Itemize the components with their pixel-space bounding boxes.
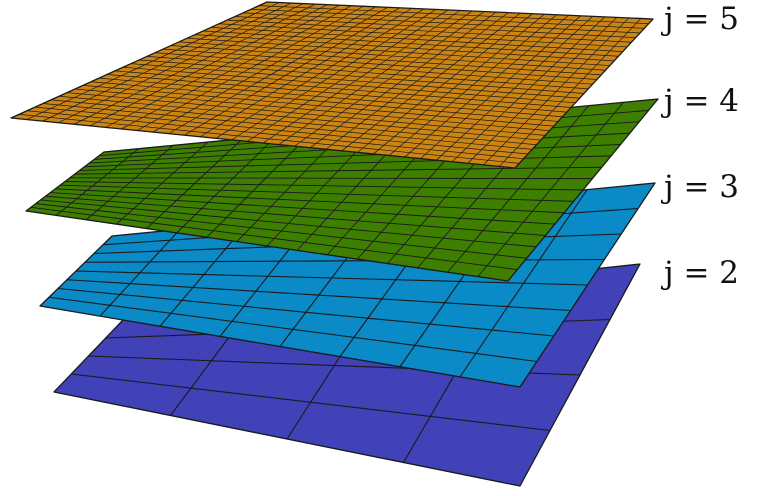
grid-line: [82, 85, 554, 127]
grid-line: [74, 88, 550, 132]
grid-line: [122, 66, 576, 104]
grid-line: [18, 114, 520, 164]
grid-layers: [10, 1, 659, 487]
level-label-j2: j = 2: [664, 255, 740, 291]
grid-line: [45, 195, 546, 236]
grid-line: [71, 373, 551, 432]
grid-line: [42, 103, 533, 150]
grid-line: [66, 92, 546, 136]
grid-line: [357, 13, 533, 153]
grid-line: [310, 11, 497, 148]
grid-line: [35, 203, 527, 259]
grid-line: [420, 15, 581, 159]
grid-line: [498, 18, 642, 167]
grid-line: [66, 279, 571, 312]
grid-line: [106, 74, 567, 113]
grid-line: [483, 17, 630, 166]
grid-line: [98, 77, 563, 118]
grid-line: [278, 10, 473, 145]
level-label-j4: j = 4: [664, 83, 740, 119]
grid-line: [55, 188, 565, 214]
grid-line: [75, 270, 588, 286]
grid-line: [373, 13, 545, 155]
grid-line: [64, 181, 584, 191]
level-label-j5: j = 5: [664, 1, 740, 37]
grid-line: [447, 105, 590, 273]
grid-line: [459, 189, 588, 378]
level-label-j3: j = 3: [664, 169, 740, 205]
grid-line: [48, 296, 537, 363]
grid-line: [451, 16, 605, 163]
grid-line: [26, 110, 524, 160]
grid-line: [50, 99, 537, 146]
grid-line: [138, 59, 585, 94]
grid-line: [341, 12, 521, 152]
grid-line: [325, 12, 509, 150]
grid-line: [467, 17, 618, 164]
grid-line: [50, 192, 555, 225]
grid-line: [130, 63, 580, 99]
grid-line: [477, 102, 624, 277]
grid-line: [90, 81, 559, 122]
grid-line: [57, 287, 554, 337]
grid-line: [40, 199, 537, 248]
grid-line: [30, 206, 518, 271]
grid-line: [436, 16, 593, 161]
grid-plane-j5: [10, 1, 654, 169]
grid-line: [58, 95, 541, 141]
grid-layer-j5: [10, 1, 654, 169]
grid-line: [404, 15, 569, 158]
grid-line: [388, 14, 557, 156]
grid-line: [294, 11, 485, 147]
grid-line: [114, 70, 572, 108]
grid-line: [34, 106, 528, 155]
grid-line: [60, 184, 574, 202]
